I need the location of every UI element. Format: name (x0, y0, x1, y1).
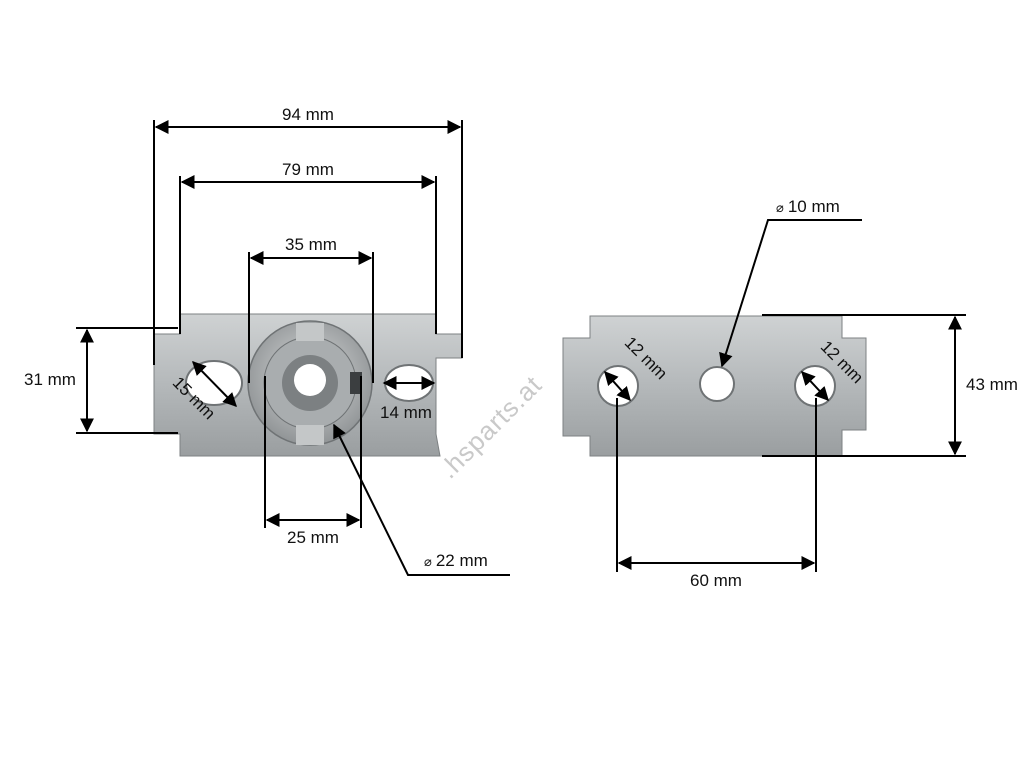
dim-60: 60 mm (616, 398, 817, 590)
dim-94-label: 94 mm (282, 105, 334, 124)
dim-14: 14 mm (380, 376, 436, 422)
dim-22-label: ⌀22 mm (424, 551, 488, 570)
dim-10: ⌀10 mm (719, 197, 862, 368)
dim-14-label: 14 mm (380, 403, 432, 422)
right-part (562, 315, 867, 457)
right-center-hole (699, 366, 735, 402)
dim-25-label: 25 mm (287, 528, 339, 547)
dim-10-label: ⌀10 mm (776, 197, 840, 216)
dim-35-label: 35 mm (285, 235, 337, 254)
dim-43-label: 43 mm (966, 375, 1018, 394)
dim-60-label: 60 mm (690, 571, 742, 590)
left-part (153, 313, 463, 457)
tube-boss (247, 320, 373, 446)
dim-31: 31 mm (24, 327, 178, 434)
dim-94: 94 mm (153, 105, 463, 365)
dim-31-label: 31 mm (24, 370, 76, 389)
diameter-symbol: ⌀ (424, 554, 432, 569)
dim-35: 35 mm (248, 235, 374, 383)
dim-79-label: 79 mm (282, 160, 334, 179)
dim-43: 43 mm (762, 314, 1018, 457)
watermark: .hsparts.at (433, 369, 548, 484)
dim-22: ⌀22 mm (333, 423, 510, 576)
dim-25: 25 mm (264, 376, 362, 547)
dim-79: 79 mm (179, 160, 437, 334)
